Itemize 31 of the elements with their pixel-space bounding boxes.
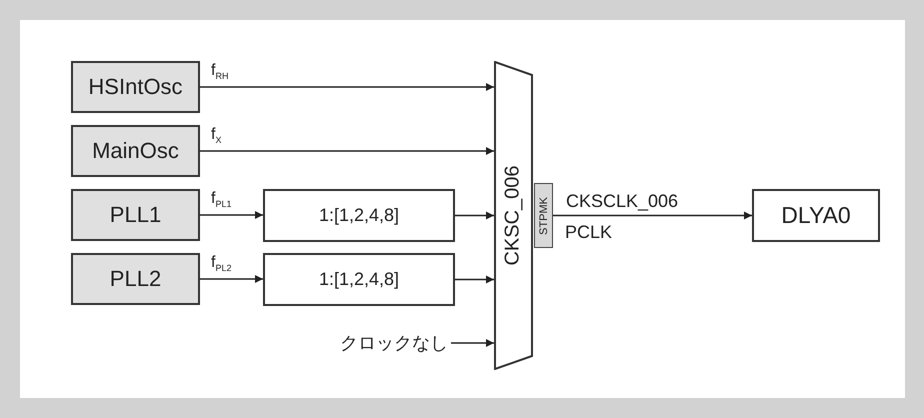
arrow <box>455 212 494 220</box>
edge-label: f$_{RH}$ <box>210 63 230 81</box>
mask-box <box>534 183 553 248</box>
box-label: DLYA0 <box>781 202 851 229</box>
box-label: クロックなし <box>340 332 448 355</box>
pll-box <box>71 189 200 241</box>
edge-label: CKSCLK_006 <box>565 192 680 210</box>
edge-label: f$_{PL1}$ <box>210 191 232 209</box>
oscillator-box <box>71 61 200 113</box>
box-label: 1:[1,2,4,8] <box>318 205 400 226</box>
target-box <box>752 189 880 242</box>
arrow <box>200 83 494 91</box>
pll-box <box>71 253 200 305</box>
signal-label: PCLK <box>565 222 612 243</box>
box-label: PLL2 <box>110 266 162 292</box>
arrow <box>200 211 263 219</box>
edge-label: f$_{X}$ <box>210 127 222 145</box>
selector-trapezoid <box>494 61 533 370</box>
arrow <box>200 147 494 155</box>
oscillator-box <box>71 125 200 177</box>
mask-label: STPMK <box>538 196 550 234</box>
box-label: PLL1 <box>110 202 162 228</box>
arrow <box>451 339 494 347</box>
arrow <box>455 276 494 284</box>
edge-label: f$_{PL2}$ <box>210 255 232 273</box>
arrow <box>553 212 752 220</box>
arrow <box>200 275 263 283</box>
selector-label: CKSC_006 <box>502 165 525 266</box>
box-label: MainOsc <box>92 138 179 164</box>
box-label: HSIntOsc <box>88 74 183 100</box>
box-label: 1:[1,2,4,8] <box>318 269 400 290</box>
